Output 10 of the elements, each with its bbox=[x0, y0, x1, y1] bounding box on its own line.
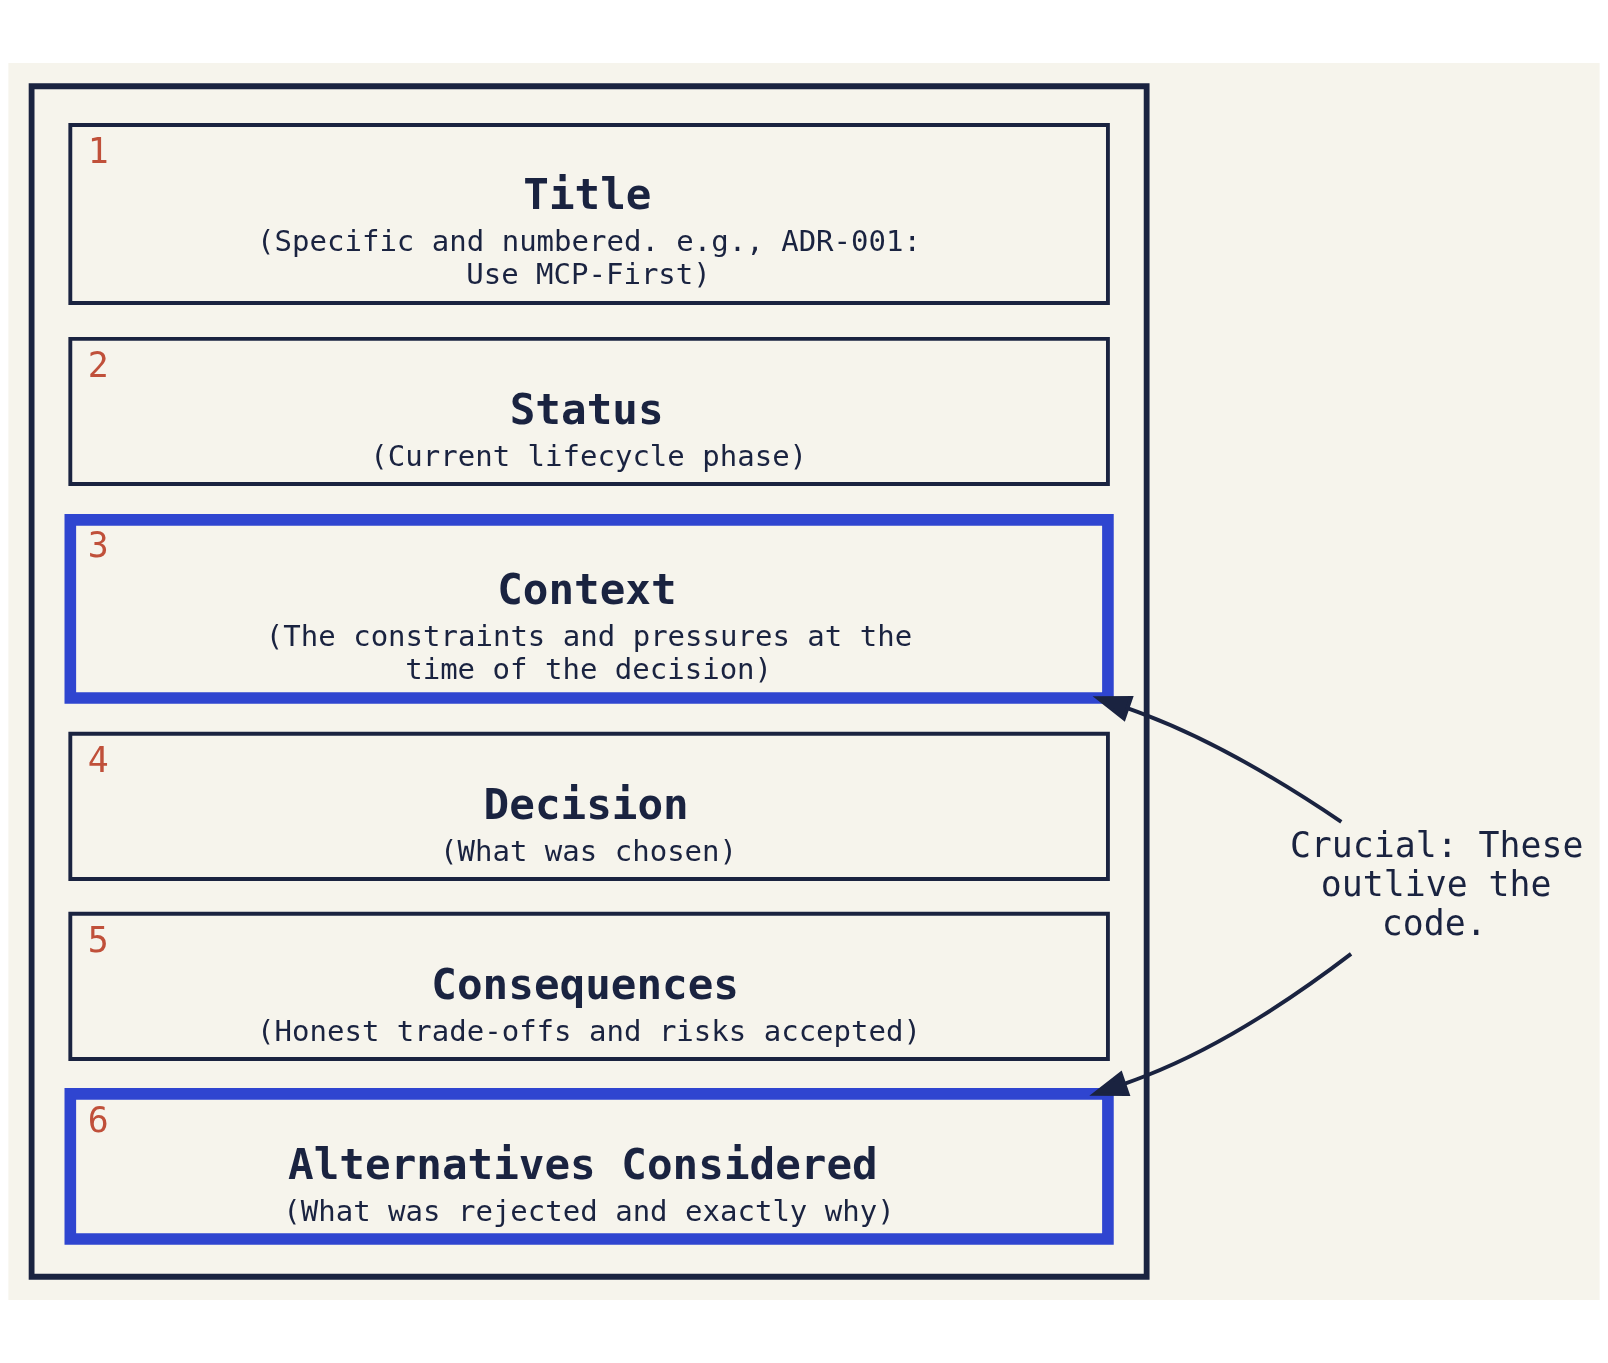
cluster bbox=[28, 83, 1150, 1280]
node-box: 4 Decision (What was chosen) bbox=[68, 731, 1110, 881]
node-box: 6 Alternatives Considered (What was rejected and exactly why) bbox=[64, 1088, 1114, 1245]
arrow bbox=[1092, 696, 1343, 824]
node-box: 1 Title (Specific and numbered. e.g., ADR-001: Use MCP-First) bbox=[68, 123, 1110, 305]
node-box: 5 Consequences (Honest trade-offs and risks accepted) bbox=[68, 911, 1110, 1061]
arrow bbox=[1089, 952, 1353, 1097]
node-box: 3 Context (The constraints and pressures at the time of the decision) bbox=[64, 514, 1114, 704]
node-text: Crucial: These outlive the code. bbox=[1289, 825, 1584, 943]
node-box: 2 Status (Current lifecycle phase) bbox=[68, 336, 1110, 486]
